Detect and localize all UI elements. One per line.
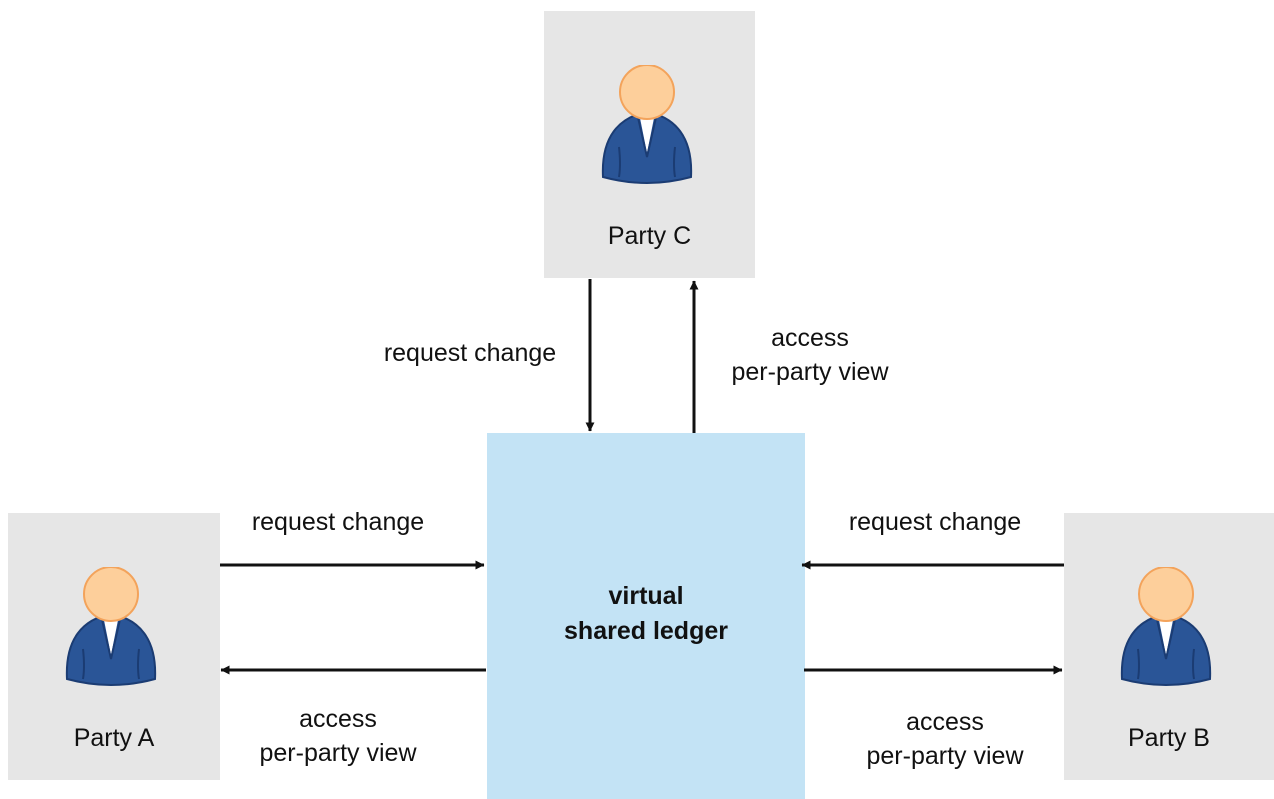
party-c-box: Party C — [544, 11, 755, 278]
ledger-title: virtual shared ledger — [487, 579, 805, 649]
party-c-access-label: access per-party view — [710, 321, 910, 389]
party-c-request-label: request change — [360, 336, 580, 370]
ledger-title-line1: virtual — [608, 582, 684, 610]
party-b-request-text: request change — [848, 508, 1022, 536]
party-c-request-text: request change — [383, 339, 557, 367]
party-a-access-line2: per-party view — [259, 739, 417, 767]
party-a-request-text: request change — [251, 508, 425, 536]
party-c-label: Party C — [607, 222, 692, 250]
party-a-request-label: request change — [228, 505, 448, 539]
party-b-request-label: request change — [825, 505, 1045, 539]
ledger-title-line2: shared ledger — [564, 617, 728, 645]
party-a-box: Party A — [8, 513, 220, 780]
party-a-label: Party A — [73, 724, 155, 752]
party-b-access-line1: access — [906, 708, 984, 736]
party-a-access-label: access per-party view — [238, 702, 438, 770]
party-b-access-label: access per-party view — [845, 705, 1045, 773]
party-b-box: Party B — [1064, 513, 1274, 780]
party-b-access-line2: per-party view — [866, 742, 1024, 770]
party-b-label: Party B — [1128, 724, 1210, 752]
party-c-access-line2: per-party view — [731, 358, 889, 386]
party-a-access-line1: access — [299, 705, 377, 733]
virtual-shared-ledger: virtual shared ledger — [487, 433, 805, 799]
party-c-access-line1: access — [771, 324, 849, 352]
